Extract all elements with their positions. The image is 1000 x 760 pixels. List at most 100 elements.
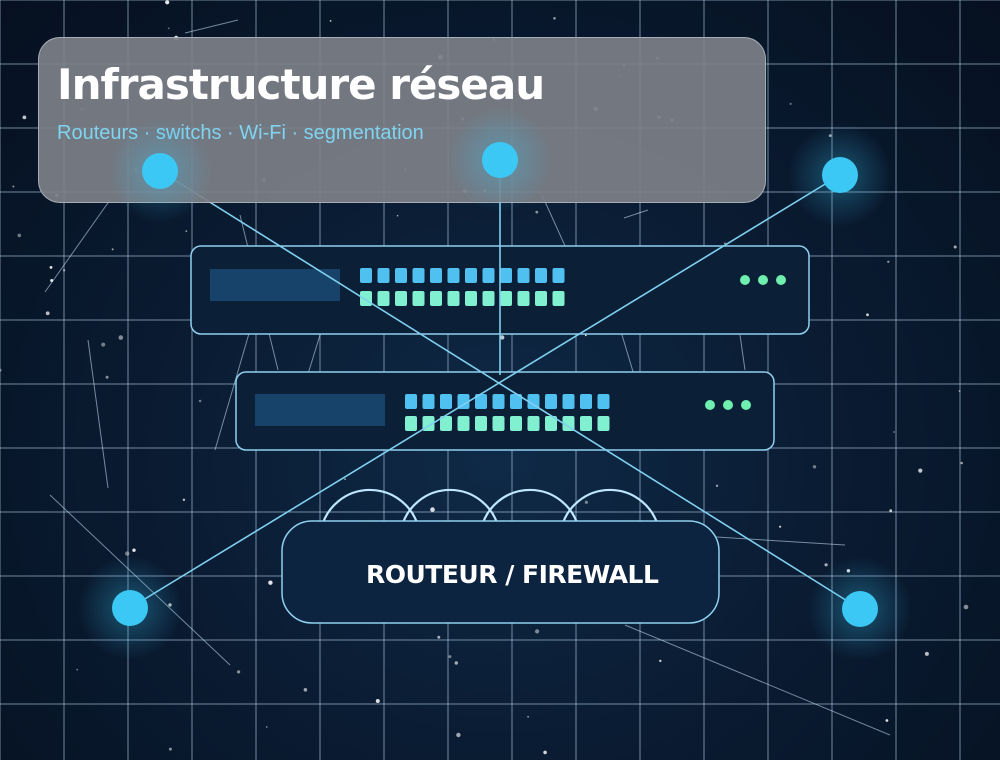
star: [12, 185, 15, 188]
star: [132, 548, 136, 552]
switch-port-icon: [447, 268, 460, 283]
wifi-arc-icon: [319, 488, 421, 531]
switch-port-icon: [580, 416, 592, 431]
switch-port-icon: [492, 394, 505, 409]
star: [430, 507, 435, 512]
switch-2-ports: [405, 394, 610, 431]
switch-port-icon: [527, 394, 540, 409]
star: [101, 342, 106, 347]
switch-port-icon: [552, 268, 565, 283]
router-firewall: [281, 488, 720, 624]
title-card: Infrastructure réseau Routeurs · switchs…: [38, 37, 766, 203]
star: [168, 747, 172, 751]
switch-port-icon: [510, 394, 522, 409]
star: [448, 655, 452, 659]
star: [437, 635, 441, 639]
switch-1-ports: [360, 268, 565, 306]
constellation-line: [184, 19, 239, 34]
constellation-line: [739, 334, 746, 371]
switch-port-icon: [475, 416, 487, 431]
star: [303, 688, 308, 692]
switch-port-icon: [440, 416, 452, 431]
star: [963, 604, 969, 610]
switch-port-icon: [510, 416, 522, 431]
star: [887, 260, 890, 263]
star: [118, 335, 124, 340]
switch-port-icon: [482, 268, 495, 283]
switch-2-status-leds: [705, 400, 751, 410]
switch-port-icon: [377, 291, 390, 306]
switch-port-icon: [500, 291, 512, 306]
star: [45, 311, 50, 316]
star: [265, 726, 268, 728]
star: [329, 20, 332, 22]
status-led-icon: [758, 275, 768, 285]
star: [779, 525, 782, 528]
star: [724, 242, 726, 244]
background-constellation-lines: [44, 19, 891, 736]
switch-port-icon: [405, 416, 417, 431]
status-led-icon: [741, 400, 751, 410]
switch-port-icon: [475, 394, 487, 409]
star: [500, 335, 505, 340]
switch-1-status-leds: [740, 275, 786, 285]
star: [344, 478, 346, 480]
star: [125, 551, 130, 556]
star: [659, 659, 662, 663]
switch-port-icon: [412, 268, 425, 283]
star: [375, 699, 380, 703]
star: [824, 563, 828, 567]
switch-port-icon: [482, 291, 495, 306]
star: [198, 399, 202, 403]
switch-port-icon: [562, 416, 575, 431]
star: [893, 431, 895, 433]
switch-port-icon: [405, 394, 417, 409]
star: [111, 248, 114, 251]
star: [165, 0, 170, 5]
star: [396, 214, 399, 217]
switch-port-icon: [492, 416, 505, 431]
network-nodes: [78, 556, 912, 661]
star: [76, 668, 79, 671]
status-led-icon: [723, 400, 733, 410]
switch-port-icon: [360, 268, 372, 283]
network-node-icon: [842, 591, 878, 627]
star: [17, 233, 22, 238]
switch-port-icon: [395, 291, 407, 306]
status-led-icon: [705, 400, 715, 410]
switch-port-icon: [545, 416, 557, 431]
switch-port-icon: [377, 268, 390, 283]
star: [958, 390, 961, 392]
switch-2-display: [255, 394, 385, 426]
switch-port-icon: [447, 291, 460, 306]
switch-1-display: [210, 269, 340, 301]
star: [185, 230, 188, 232]
switch-port-icon: [395, 268, 407, 283]
switch-port-icon: [360, 291, 372, 306]
star: [715, 484, 719, 487]
constellation-line: [44, 199, 111, 293]
star: [889, 509, 893, 513]
star: [535, 629, 540, 634]
router-label: ROUTEUR / FIREWALL: [366, 560, 659, 589]
constellation-line: [623, 209, 649, 219]
star: [960, 461, 963, 465]
star: [918, 468, 923, 473]
star: [535, 210, 539, 214]
constellation-line: [87, 339, 109, 489]
star: [527, 715, 529, 718]
switch-port-icon: [562, 394, 575, 409]
page-subtitle: Routeurs · switchs · Wi-Fi · segmentatio…: [57, 122, 424, 144]
status-led-icon: [776, 275, 786, 285]
switch-port-icon: [517, 268, 530, 283]
network-switch-2: [235, 371, 775, 451]
switch-port-icon: [552, 291, 565, 306]
network-node-icon: [112, 590, 148, 626]
star: [828, 134, 832, 138]
wifi-arc-icon: [559, 488, 661, 531]
constellation-line: [624, 624, 891, 736]
star: [49, 266, 53, 269]
switch-port-icon: [457, 394, 470, 409]
